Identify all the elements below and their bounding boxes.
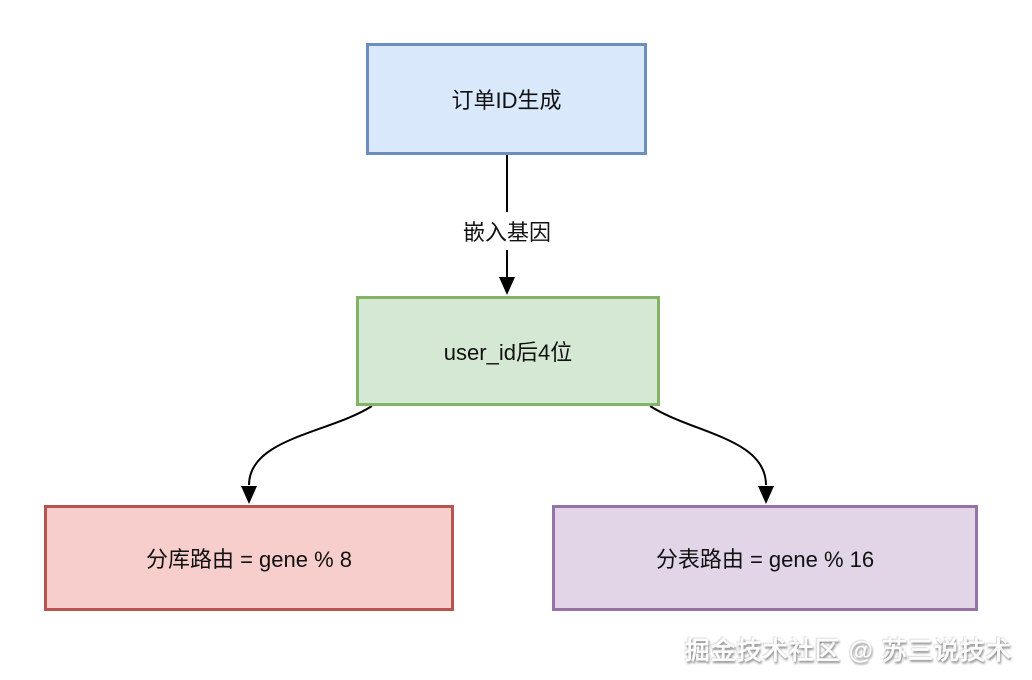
- node-db-shard-route-label: 分库路由 = gene % 8: [145, 547, 353, 572]
- node-order-id-generation: 订单ID生成: [366, 43, 647, 155]
- node-table-shard-route-label: 分表路由 = gene % 16: [655, 547, 875, 572]
- arrow-to-table-route: [649, 405, 774, 504]
- node-user-id-last4: user_id后4位: [356, 296, 660, 406]
- node-order-id-generation-label: 订单ID生成: [451, 88, 562, 113]
- node-db-shard-route: 分库路由 = gene % 8: [44, 505, 454, 611]
- arrow-to-db-route: [241, 405, 373, 504]
- node-user-id-last4-label: user_id后4位: [443, 340, 573, 365]
- edge-label-embed-gene: 嵌入基因: [453, 212, 561, 250]
- watermark: 掘金技术社区 @ 苏三说技术: [684, 637, 1012, 665]
- node-table-shard-route: 分表路由 = gene % 16: [552, 505, 978, 611]
